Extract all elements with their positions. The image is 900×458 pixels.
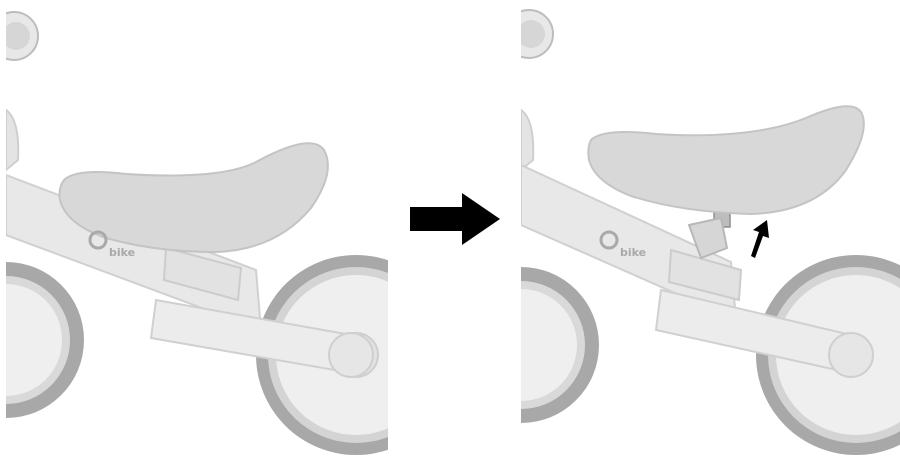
- right-arrow-icon: [410, 193, 500, 245]
- seat: [60, 143, 328, 252]
- after-panel: bike: [521, 0, 900, 458]
- bike-illustration-after: bike: [521, 0, 900, 458]
- rear-wheel-left: [521, 267, 599, 423]
- axle-cap: [329, 333, 373, 377]
- head-tube: [521, 110, 533, 170]
- handlebar-knob: [6, 12, 38, 60]
- before-panel: bike: [6, 0, 388, 458]
- svg-text:bike: bike: [620, 246, 646, 259]
- handlebar-knob: [521, 10, 553, 58]
- up-arrow-icon: [751, 220, 769, 258]
- seat: [588, 106, 864, 214]
- bike-illustration-before: bike: [6, 0, 388, 458]
- head-tube: [6, 110, 18, 170]
- svg-text:bike: bike: [109, 246, 135, 259]
- rear-wheel-left: [6, 262, 84, 418]
- transition-arrow: [410, 193, 500, 245]
- axle-cap: [829, 333, 873, 377]
